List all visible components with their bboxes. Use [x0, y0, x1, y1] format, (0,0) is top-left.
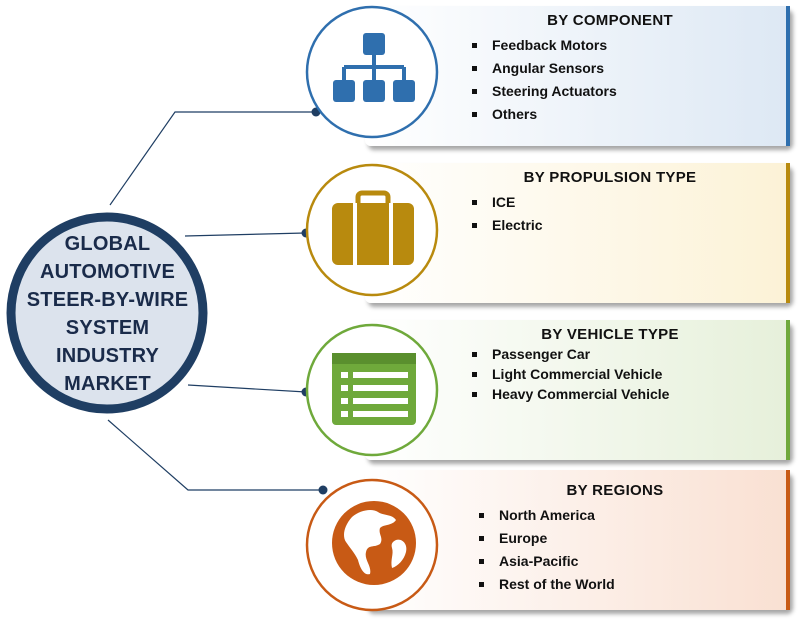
bullet-icon: [472, 352, 477, 357]
panel-vehicle: [365, 320, 790, 460]
list-item: North America: [477, 504, 615, 527]
connector-component: [109, 111, 316, 206]
center-title-line: STEER-BY-WIRE: [26, 289, 189, 311]
list-item: Steering Actuators: [470, 80, 617, 103]
bullet-icon: [472, 112, 477, 117]
list-item-label: Angular Sensors: [492, 60, 605, 76]
bullet-icon: [472, 66, 477, 71]
center-circle: [6, 212, 208, 414]
list-item: Heavy Commercial Vehicle: [470, 384, 669, 404]
bullet-icon: [472, 200, 477, 205]
list-item: Feedback Motors: [470, 34, 617, 57]
segment-title-vehicle: BY VEHICLE TYPE: [541, 326, 679, 343]
segment-title-component: BY COMPONENT: [547, 12, 673, 29]
list-item-label: Passenger Car: [492, 346, 591, 362]
list-item: Asia-Pacific: [477, 550, 615, 573]
list-item: ICE: [470, 191, 543, 214]
bullet-icon: [472, 372, 477, 377]
center-title: GLOBAL AUTOMOTIVE STEER-BY-WIRE SYSTEM I…: [20, 230, 195, 398]
connector-vehicle: [187, 384, 307, 393]
center-title-line: GLOBAL: [64, 233, 151, 255]
list-item-label: North America: [499, 507, 595, 523]
panel-propulsion: [365, 163, 790, 303]
globe-icon: [332, 501, 416, 585]
list-item: Light Commercial Vehicle: [470, 364, 669, 384]
list-item: Angular Sensors: [470, 57, 617, 80]
list-icon: [332, 353, 416, 425]
list-item-label: Others: [492, 106, 538, 122]
list-item-label: Electric: [492, 217, 543, 233]
segment-list-vehicle: Passenger Car Light Commercial Vehicle H…: [470, 344, 669, 404]
list-item-label: Asia-Pacific: [499, 553, 579, 569]
bullet-icon: [479, 536, 484, 541]
connector-regions: [107, 419, 323, 491]
list-item-label: Feedback Motors: [492, 37, 608, 53]
center-title-line: SYSTEM: [65, 317, 150, 339]
segment-list-component: Feedback Motors Angular Sensors Steering…: [470, 34, 617, 126]
list-item: Rest of the World: [477, 573, 615, 596]
center-title-line: MARKET: [64, 373, 151, 395]
connector-propulsion: [184, 232, 306, 237]
bullet-icon: [479, 513, 484, 518]
segment-list-propulsion: ICE Electric: [470, 191, 543, 237]
segment-title-regions: BY REGIONS: [566, 482, 664, 499]
panel-component: [365, 6, 790, 146]
bullet-icon: [472, 223, 477, 228]
list-item: Others: [470, 103, 617, 126]
list-item-label: Europe: [499, 530, 548, 546]
center-title-line: AUTOMOTIVE: [40, 261, 175, 283]
connector-dots: [301, 107, 328, 495]
segment-list-regions: North America Europe Asia-Pacific Rest o…: [477, 504, 615, 596]
briefcase-icon: [332, 190, 414, 265]
bullet-icon: [472, 89, 477, 94]
bullet-icon: [479, 559, 484, 564]
list-item-label: Rest of the World: [499, 576, 615, 592]
connector-lines: [107, 111, 323, 491]
list-item-label: ICE: [492, 194, 516, 210]
panel-regions: [365, 470, 790, 610]
list-item: Electric: [470, 214, 543, 237]
bullet-icon: [472, 43, 477, 48]
list-item-label: Light Commercial Vehicle: [492, 366, 663, 382]
list-item-label: Heavy Commercial Vehicle: [492, 386, 670, 402]
center-title-line: INDUSTRY: [55, 345, 160, 367]
hierarchy-icon: [333, 33, 415, 102]
bullet-icon: [479, 582, 484, 587]
bullet-icon: [472, 392, 477, 397]
list-item: Passenger Car: [470, 344, 669, 364]
list-item: Europe: [477, 527, 615, 550]
list-item-label: Steering Actuators: [492, 83, 617, 99]
segment-title-propulsion: BY PROPULSION TYPE: [523, 169, 697, 186]
